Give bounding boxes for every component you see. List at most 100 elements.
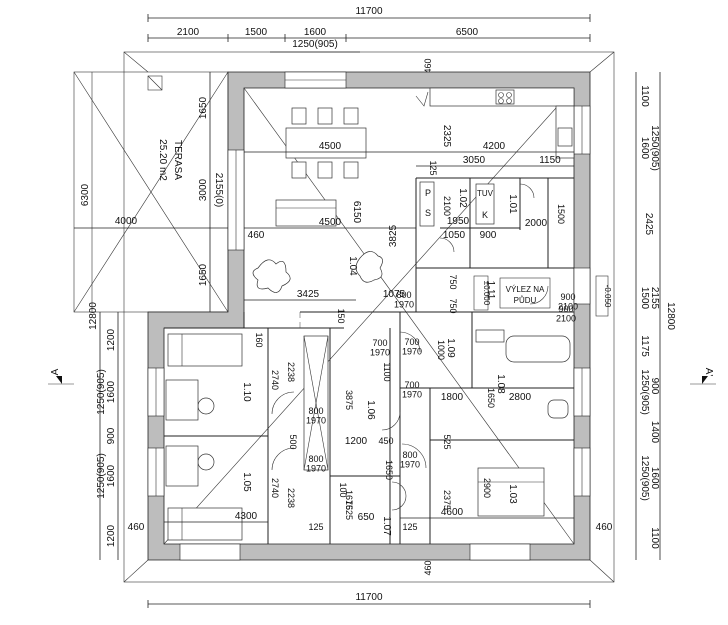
top-dimensions: 11700 2100 1500 1600 6500 1250(905) 460: [147, 6, 591, 74]
dim-1075: 1075: [383, 289, 406, 300]
dim-2375: 2375: [442, 490, 452, 510]
dim-1675: 1675: [344, 490, 354, 510]
dim-2800: 2800: [509, 392, 532, 403]
dim-1650: 1650: [486, 388, 496, 408]
stool-icon: [197, 397, 215, 415]
terrace-drain: [147, 75, 163, 91]
dim-1200: 1200: [345, 436, 368, 447]
sink-icon: [557, 127, 573, 147]
dim-2900: 2900: [482, 478, 492, 498]
dim-4600: 4600: [441, 507, 464, 518]
room-1-11: 1.10: [241, 382, 252, 402]
dim-3425: 3425: [297, 289, 320, 300]
dim-right-1175: 1175: [639, 335, 650, 357]
dim-125b: 125: [308, 522, 323, 532]
terrace-dim-3000: 3000: [198, 178, 209, 201]
dim-1950: 1950: [447, 216, 470, 227]
plant-icon: [252, 259, 291, 293]
frame-lines: [123, 51, 615, 583]
level-markers: ±0.000 -0.050: [473, 275, 612, 317]
attic-access: VÝLEZ NA PŮDU: [499, 277, 551, 309]
dim-top-seg-3: 1600: [304, 27, 327, 38]
dim-left-1200a: 1200: [106, 328, 117, 351]
terrace-dim-2155: 2155(0): [213, 173, 224, 207]
pantry-labels: P S TUV K: [425, 188, 494, 220]
dim-100: 100: [338, 482, 348, 497]
dim-160: 160: [254, 332, 264, 347]
level-zero: ±0.000: [482, 281, 491, 306]
dim-1100: 1100: [382, 362, 392, 381]
interior-walls: [164, 177, 574, 544]
dim-right-1250b: 1250(905): [639, 369, 650, 415]
pantry-k: K: [482, 210, 488, 220]
dim-right-1250c: 1250(905): [639, 455, 650, 501]
pantry-p: P: [425, 188, 431, 198]
dim-1625: 1625: [344, 500, 354, 520]
dim-650: 650: [358, 512, 375, 523]
dim-right-2425: 2425: [643, 213, 654, 236]
dim-left-460a: 460: [128, 522, 145, 533]
dim-bottom-total: 11700: [355, 592, 383, 603]
bed-1-08: [477, 467, 545, 517]
furniture: [165, 87, 575, 541]
section-mark-right: A': [703, 368, 714, 377]
dim-2238a: 2238: [286, 362, 296, 382]
plant-icon: [355, 251, 383, 283]
dim-750a: 750: [448, 274, 458, 289]
room-1-10: 1.05: [241, 472, 252, 492]
dim-1000: 1000: [436, 340, 446, 360]
dim-top-wall: 460: [423, 58, 433, 73]
dim-3050: 3050: [463, 155, 486, 166]
windows: [147, 71, 591, 561]
section-marks: A A': [48, 368, 716, 385]
room-1-02: 1.02: [457, 188, 468, 208]
dim-right-1100b: 1100: [649, 527, 660, 549]
dim-right-1500: 1500: [639, 287, 650, 310]
bed-1-10: [167, 507, 243, 541]
door-swings: [271, 183, 549, 511]
dim-460-inner: 460: [248, 230, 265, 241]
dim-450: 450: [378, 436, 393, 446]
dim-2000: 2000: [525, 218, 548, 229]
dining-table: [285, 127, 367, 159]
dim-top-seg-2: 1500: [245, 27, 268, 38]
dim-500: 500: [288, 434, 298, 449]
dim-125c: 125: [402, 522, 417, 532]
dim-left-1600a: 1600: [106, 380, 117, 403]
dim-left-1200b: 1200: [106, 524, 117, 547]
dim-750b: 750: [448, 298, 458, 313]
dim-right-460: 460: [596, 522, 613, 533]
dim-top-window: 1250(905): [292, 39, 338, 50]
dim-4200: 4200: [483, 141, 506, 152]
dim-4500b: 4500: [319, 217, 342, 228]
dim-6150: 6150: [351, 201, 362, 224]
cooktop-icon: [495, 89, 515, 105]
desk-1-10: [165, 445, 199, 487]
room-1-04: 1.01: [507, 194, 518, 214]
left-dimensions: 12800 1200 1600 1250(905) 900 1600 1250(…: [88, 302, 433, 576]
toilet-icon: [547, 399, 569, 419]
room-1-05: 1.06: [365, 400, 376, 420]
dim-left-900: 900: [106, 427, 117, 444]
terrace-dim-6300: 6300: [80, 183, 91, 206]
terrace-label: TERASA: [172, 140, 183, 180]
dim-top-seg-4: 6500: [456, 27, 479, 38]
dim-right-total: 12800: [665, 302, 676, 330]
dim-1050: 1050: [443, 230, 466, 241]
dim-right-900: 900: [649, 378, 660, 395]
dim-2740a: 2740: [270, 370, 280, 390]
room-labels: 1.04 1.02 1.01 1.11 1.10 1.05 1.06 1.09 …: [241, 188, 518, 536]
dim-900: 900: [480, 230, 497, 241]
sofa: [275, 199, 337, 227]
room-1-09: 1.07: [381, 516, 392, 536]
dim-bottom-wall: 460: [423, 560, 433, 575]
